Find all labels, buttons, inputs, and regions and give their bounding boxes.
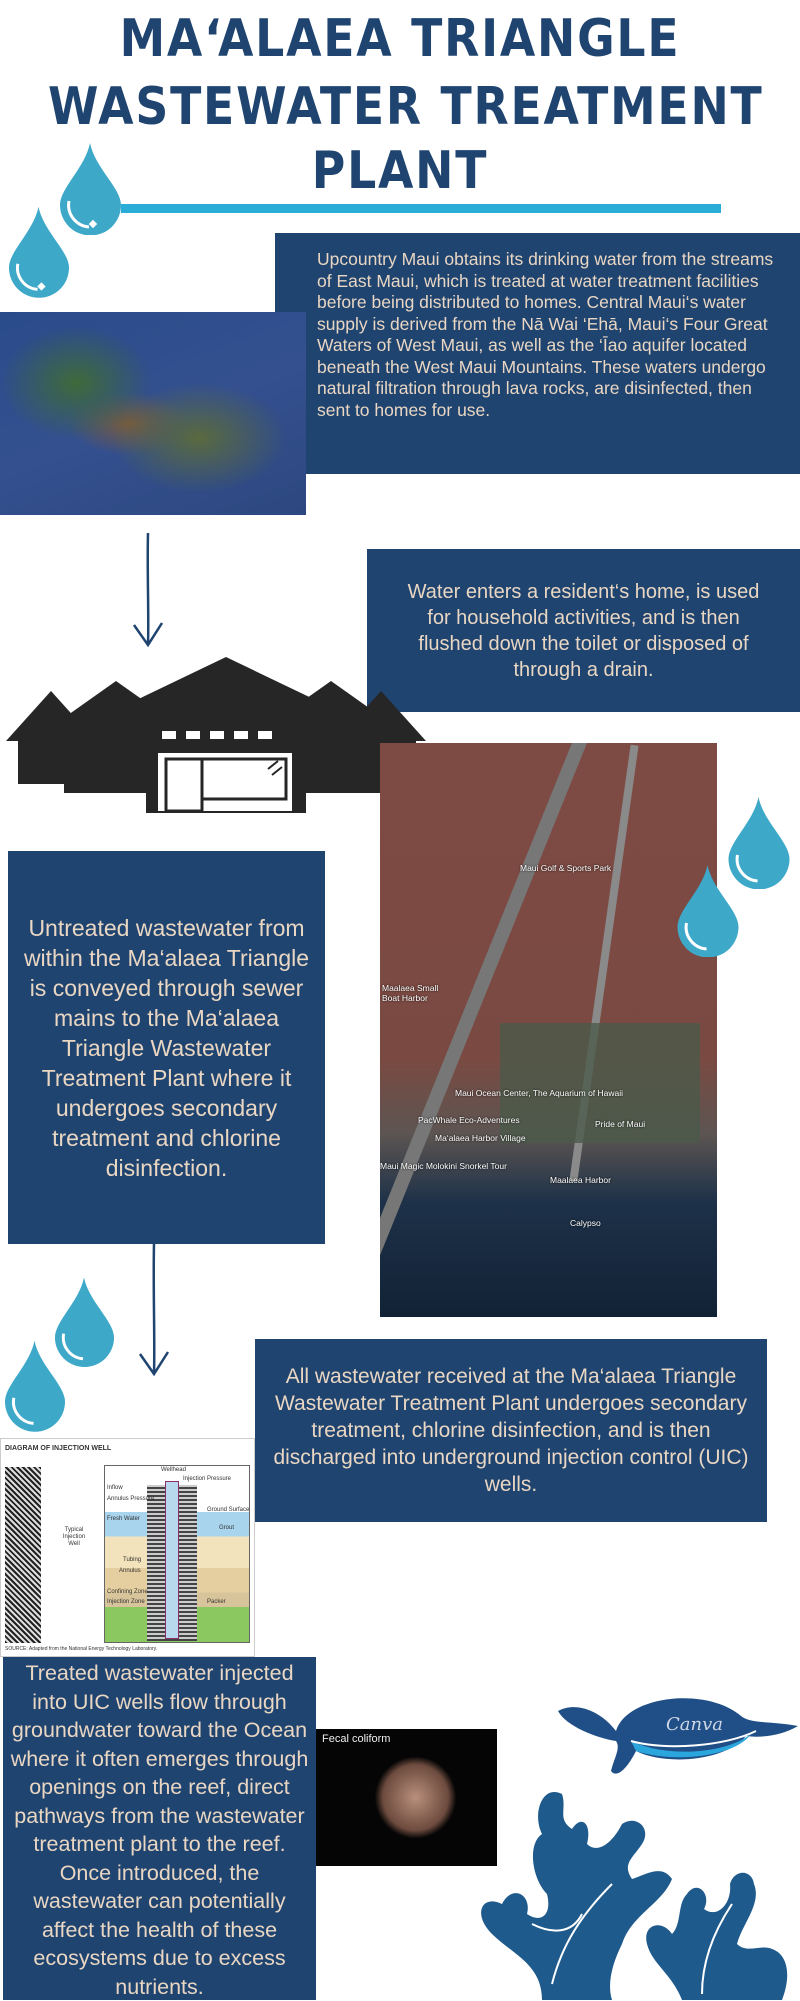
water-drop-icon (677, 865, 739, 957)
water-drop-icon (4, 1340, 66, 1432)
water-drop-icon (60, 143, 121, 235)
diagram-label: Packer (207, 1599, 226, 1605)
injection-well-diagram: DIAGRAM OF INJECTION WELL Wellhead Injec… (0, 1438, 255, 1657)
sea-turtle-illustration: Canva (558, 1698, 798, 1774)
diagram-label: Wellhead (161, 1467, 186, 1473)
diagram-label: Injection Zone (107, 1599, 145, 1605)
diagram-label: Fresh Water (107, 1516, 140, 1522)
title-line-1: MA‘ALAEA TRIANGLE (119, 9, 681, 69)
diagram-label: Typical Injection Well (62, 1527, 86, 1547)
diagram-source: SOURCE: Adapted from the National Energy… (5, 1646, 158, 1652)
water-drop-icon (8, 206, 70, 298)
aerial-label: Calypso (570, 1218, 601, 1228)
title-underline-bar (121, 204, 721, 213)
drinking-water-text: Upcountry Maui obtains its drinking wate… (317, 249, 774, 420)
water-drop-icon (728, 797, 790, 889)
maui-satellite-map (0, 312, 306, 515)
maalaea-aerial-map: Maui Golf & Sports Park Maalaea Small Bo… (380, 743, 717, 1317)
aerial-label: Maui Magic Molokini Snorkel Tour (380, 1161, 507, 1171)
aerial-label: Ma‘alaea Harbor Village (435, 1133, 526, 1143)
home-use-text: Water enters a resident‘s home, is used … (407, 580, 760, 681)
diagram-label: Tubing (123, 1557, 142, 1563)
fecal-coliform-label: Fecal coliform (322, 1733, 391, 1745)
coral-illustration (481, 1792, 788, 2000)
drinking-water-textbox: Upcountry Maui obtains its drinking wate… (275, 233, 800, 474)
diagram-label: Grout (219, 1525, 235, 1531)
aerial-label: Pride of Maui (595, 1119, 646, 1129)
aerial-label: Maui Golf & Sports Park (520, 863, 612, 873)
diagram-label: Confining Zone (107, 1589, 148, 1595)
reef-impact-text: Treated wastewater injected into UIC wel… (10, 1661, 309, 1999)
title-line-3: PLANT (311, 141, 489, 201)
arrow-down-icon (138, 1244, 170, 1377)
diagram-title: DIAGRAM OF INJECTION WELL (5, 1445, 112, 1452)
treatment-textbox: All wastewater received at the Ma‘alaea … (255, 1339, 767, 1522)
diagram-label: Ground Surface (207, 1507, 250, 1513)
reef-impact-textbox: Treated wastewater injected into UIC wel… (3, 1657, 316, 2000)
aerial-label: Maalaea Small Boat Harbor (382, 983, 439, 1003)
untreated-wastewater-text: Untreated wastewater from within the Ma‘… (23, 914, 310, 1181)
fecal-coliform-image: Fecal coliform (316, 1729, 497, 1866)
diagram-label: Inflow (107, 1485, 123, 1491)
diagram-label: Injection Pressure (183, 1476, 232, 1482)
aerial-label: Maui Ocean Center, The Aquarium of Hawai… (455, 1088, 624, 1098)
diagram-label: Annulus (119, 1568, 141, 1574)
water-drop-icon (54, 1277, 115, 1368)
aerial-label: Maalaea Harbor (550, 1175, 611, 1185)
title-line-2: WASTEWATER TREATMENT (48, 77, 764, 137)
aerial-label: PacWhale Eco-Adventures (418, 1115, 520, 1125)
canva-watermark: Canva (666, 1714, 723, 1735)
home-use-textbox: Water enters a resident‘s home, is used … (367, 549, 800, 712)
diagram-label: Annulus Pressure (107, 1496, 155, 1502)
arrow-down-icon (132, 533, 164, 648)
treatment-text: All wastewater received at the Ma‘alaea … (273, 1365, 749, 1496)
untreated-wastewater-textbox: Untreated wastewater from within the Ma‘… (8, 851, 325, 1244)
